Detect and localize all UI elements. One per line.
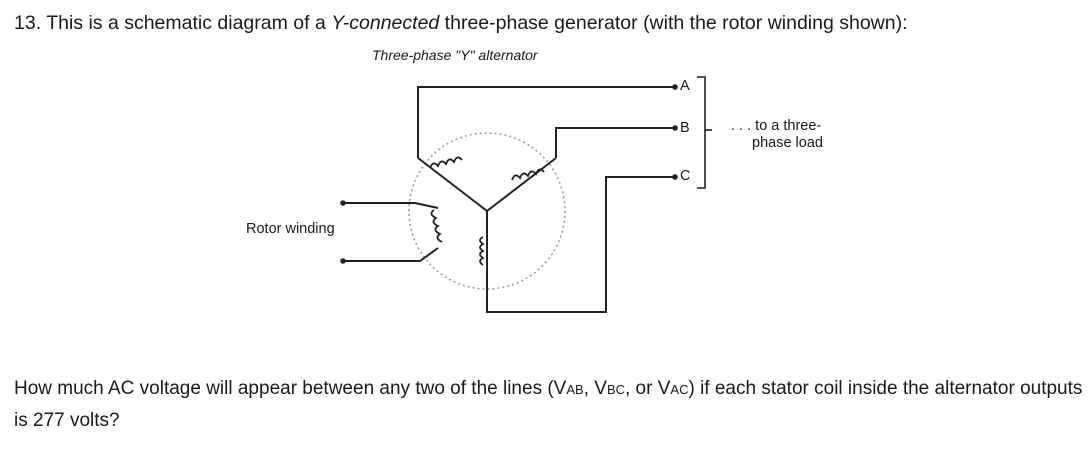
rotor-winding-label: Rotor winding (246, 221, 335, 237)
rotor-coil (430, 209, 443, 243)
terminal-a-dot (672, 84, 678, 90)
stator-coil-bottom (479, 236, 485, 266)
subscript-ac: AC (670, 382, 689, 397)
load-label-line2: phase load (752, 135, 823, 151)
prompt-part1: How much AC voltage will appear between … (14, 378, 567, 399)
question-intro: 13. This is a schematic diagram of a Y-c… (14, 12, 908, 35)
load-label-line1: . . . to a three- (731, 118, 822, 134)
subscript-ab: AB (566, 382, 584, 397)
prompt-part3: , or V (625, 378, 671, 399)
terminal-c-dot (672, 174, 678, 180)
line-b-wire (555, 127, 675, 158)
rotor-terminal-top (340, 200, 346, 206)
prompt-part4: ) if each stator coil inside the alterna… (14, 378, 1083, 431)
question-intro-before: This is a schematic diagram of a (46, 12, 332, 34)
subscript-bc: BC (606, 382, 625, 397)
stator-coil-right (511, 168, 545, 181)
rotor-lead-top (343, 202, 439, 209)
terminal-c-label: C (680, 168, 691, 184)
load-bracket (697, 76, 706, 189)
terminal-a-label: A (680, 78, 690, 94)
rotor-terminal-bottom (340, 258, 346, 264)
prompt-part2: , V (583, 378, 607, 399)
diagram-title: Three-phase "Y" alternator (372, 47, 538, 63)
y-windings (417, 157, 557, 282)
rotor-lead-bottom (343, 247, 439, 262)
terminal-b-dot (672, 125, 678, 131)
load-label: . . . to a three- phase load (731, 118, 823, 152)
stator-circle (408, 132, 566, 290)
question-intro-italic: Y-connected (331, 12, 440, 34)
question-number: 13. (14, 12, 42, 34)
question-prompt: How much AC voltage will appear between … (14, 373, 1084, 436)
line-c-wire (486, 176, 675, 313)
terminal-b-label: B (680, 120, 690, 136)
question-intro-after: three-phase generator (with the rotor wi… (439, 12, 908, 34)
line-a-wire (417, 86, 675, 158)
stator-coil-left (429, 156, 463, 169)
